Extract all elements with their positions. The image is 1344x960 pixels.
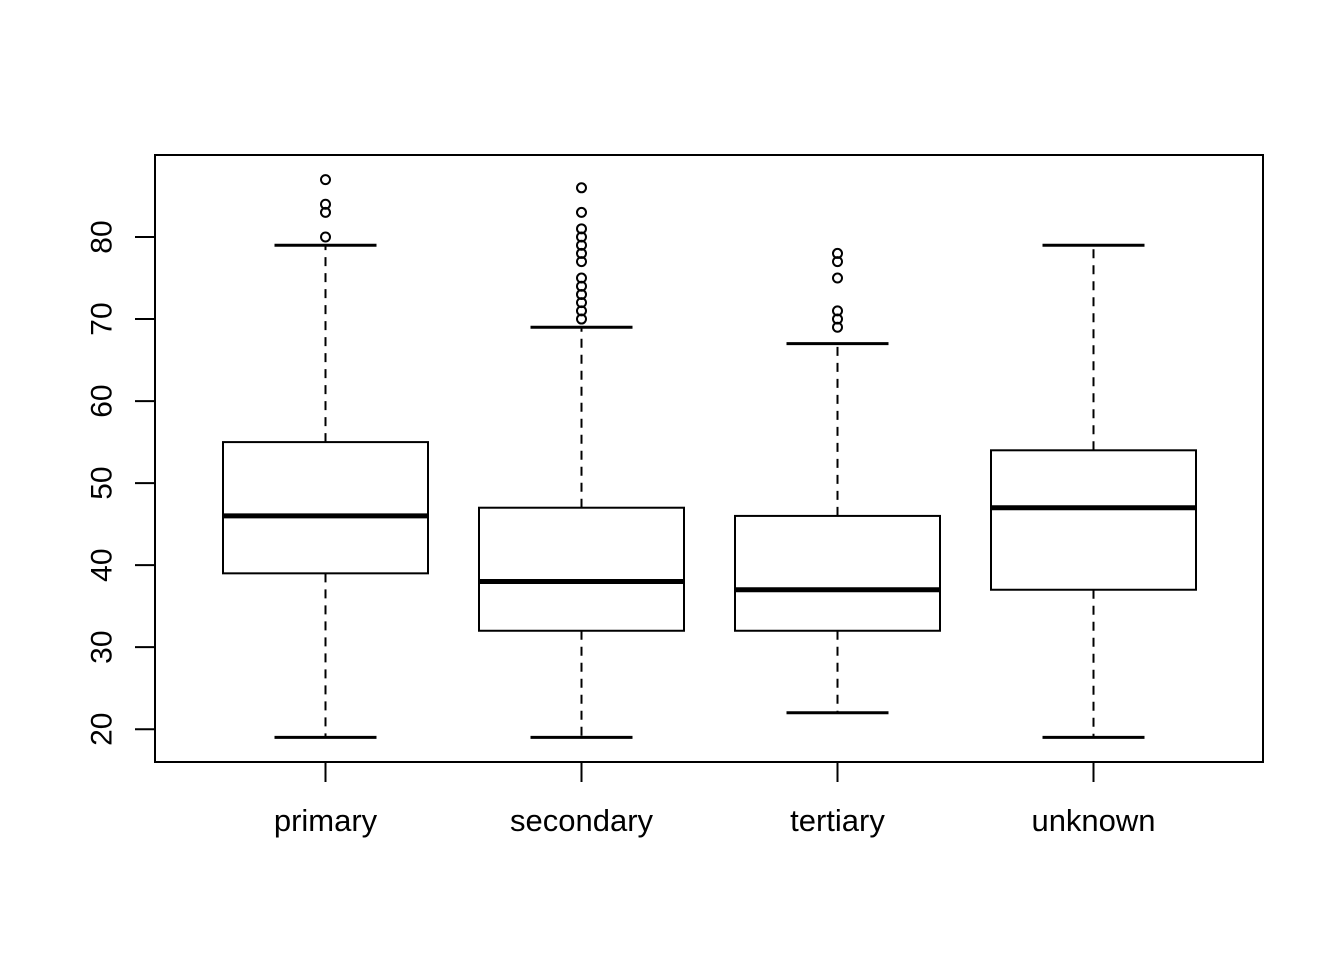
outlier-point xyxy=(320,174,331,186)
outlier-point xyxy=(576,206,587,218)
y-axis-tick-label: 20 xyxy=(86,713,119,746)
iqr-box xyxy=(222,441,429,575)
outlier-point xyxy=(576,223,587,235)
iqr-box xyxy=(990,449,1197,591)
outlier-point xyxy=(832,272,843,284)
y-axis-tick-label: 70 xyxy=(86,302,119,335)
x-axis-category-label: tertiary xyxy=(790,803,885,838)
outlier-point xyxy=(576,272,587,284)
x-axis-category-label: primary xyxy=(274,803,378,838)
x-axis-category-label: secondary xyxy=(510,803,654,838)
y-axis-tick-label: 50 xyxy=(86,466,119,499)
outlier-point xyxy=(576,182,587,194)
y-axis-tick-label: 30 xyxy=(86,630,119,663)
outlier-point xyxy=(832,247,843,259)
outlier-point xyxy=(832,305,843,317)
outlier-point xyxy=(320,231,331,243)
y-axis-tick-label: 80 xyxy=(86,220,119,253)
x-axis-category-label: unknown xyxy=(1031,803,1155,838)
y-axis-tick-label: 60 xyxy=(86,384,119,417)
plot-border xyxy=(154,154,1264,763)
outlier-point xyxy=(320,198,331,210)
iqr-box xyxy=(734,514,941,632)
y-axis-tick-label: 40 xyxy=(86,548,119,581)
iqr-box xyxy=(478,506,685,632)
